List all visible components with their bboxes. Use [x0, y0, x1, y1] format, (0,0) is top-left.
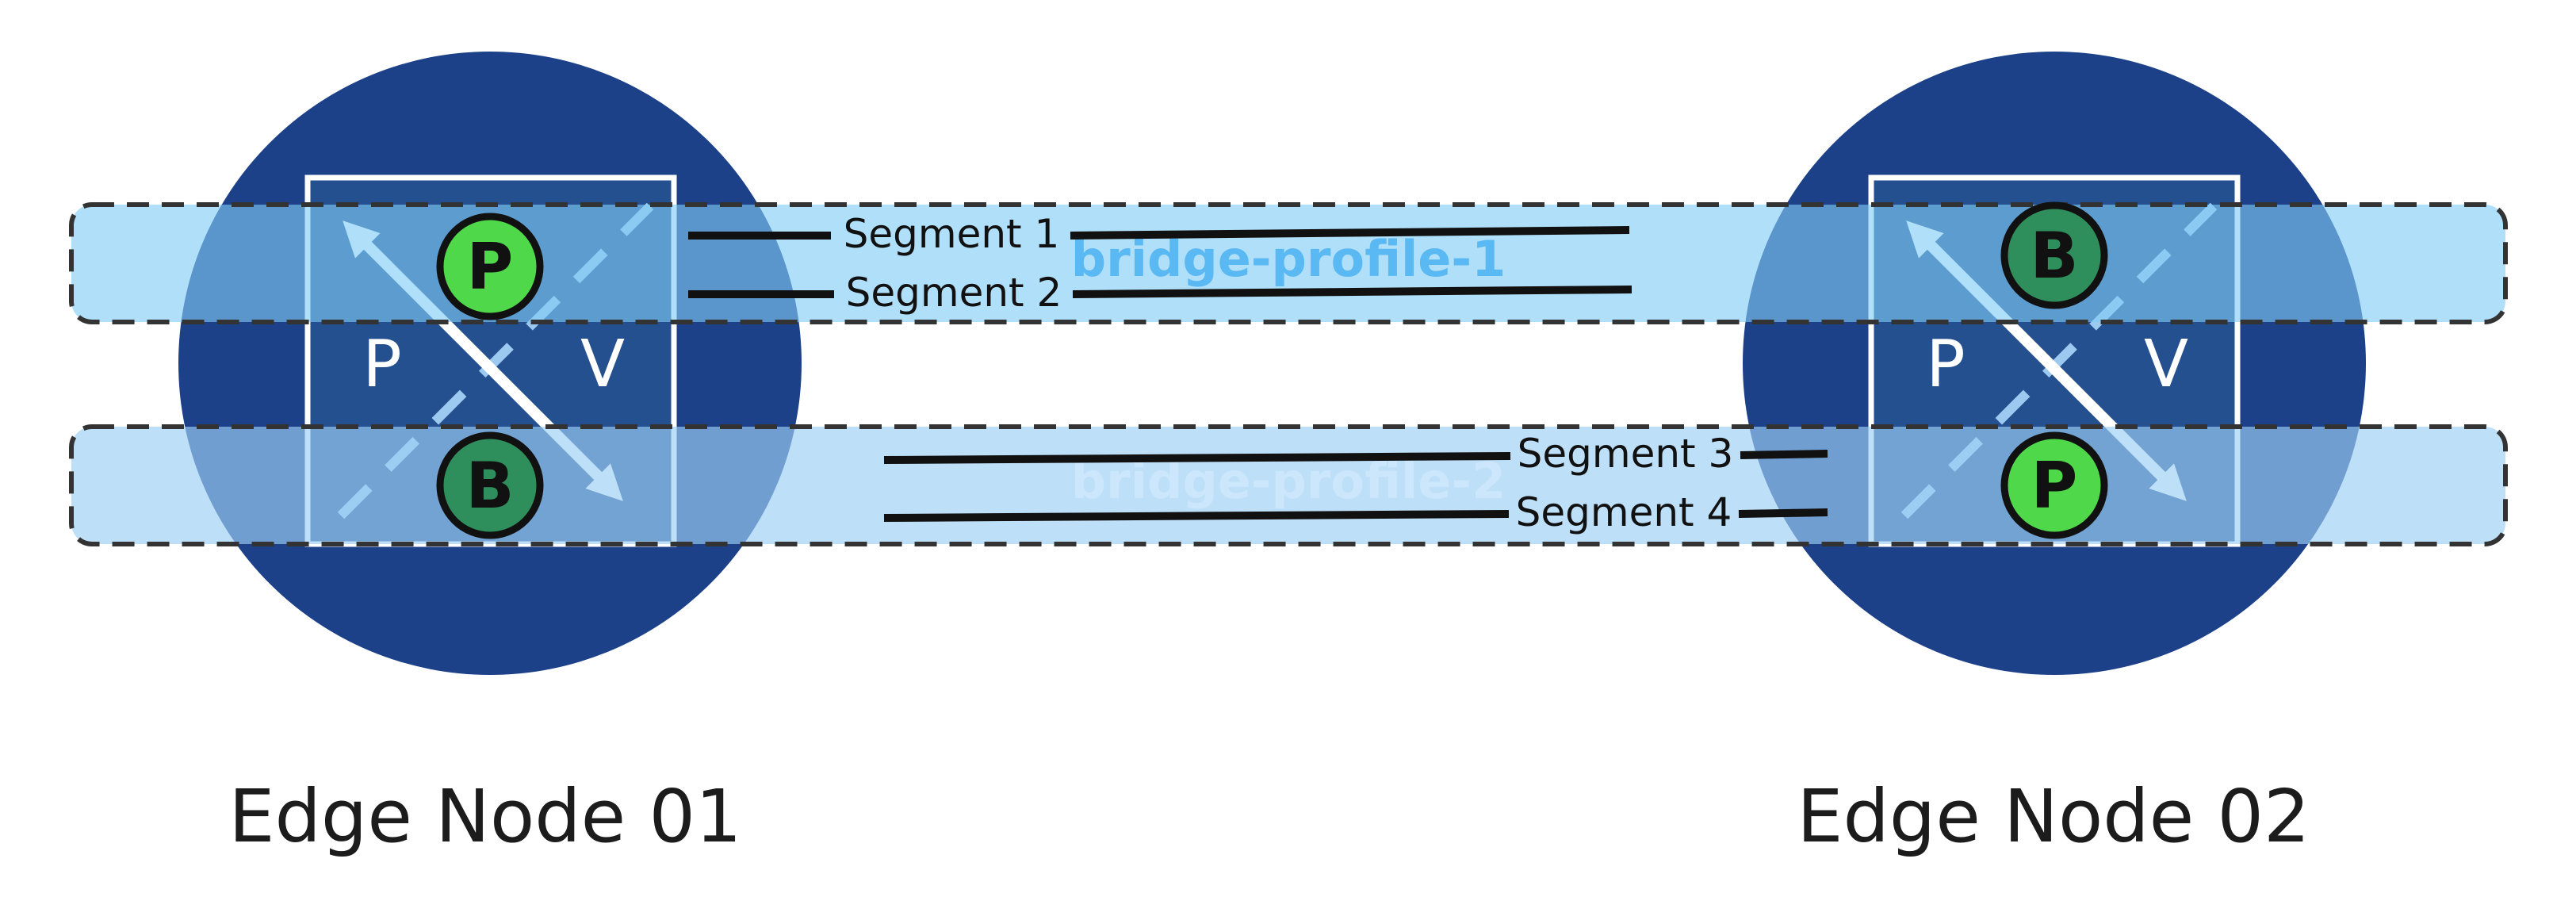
node-02-top-badge: B — [2000, 201, 2108, 309]
edge-node-01: P V — [178, 52, 802, 675]
port-letter-right: V — [580, 327, 625, 402]
bridge-profile-1-label: bridge-profile-1 — [1071, 230, 1506, 288]
segment-3-line-left — [883, 452, 1511, 464]
bridge-profile-1-band — [69, 202, 2508, 324]
segment-4-line-left — [883, 510, 1510, 522]
node-01-bottom-badge: B — [436, 431, 544, 539]
segment-3-line-right — [1740, 450, 1828, 459]
badge-letter: B — [2031, 219, 2079, 293]
bridge-profile-2-band — [69, 424, 2508, 546]
edge-node-01-label: Edge Node 01 — [228, 774, 742, 859]
backup-badge — [436, 431, 544, 539]
backup-badge — [2000, 201, 2108, 309]
segment-3-label: Segment 3 — [1518, 431, 1734, 477]
node-02-bottom-badge: P — [2000, 431, 2108, 539]
segment-4-line-right — [1738, 508, 1828, 518]
badge-letter: P — [2031, 449, 2078, 523]
segment-4-label: Segment 4 — [1516, 489, 1732, 535]
primary-badge — [2000, 431, 2108, 539]
port-letter-right: V — [2144, 327, 2188, 402]
segment-1-label: Segment 1 — [844, 211, 1060, 257]
segment-2-line-right — [1072, 286, 1632, 298]
edge-node-02-label: Edge Node 02 — [1797, 774, 2310, 859]
edge-node-02: P V — [1743, 52, 2366, 675]
segment-1-line-right — [1070, 226, 1630, 240]
node-01-top-badge: P — [436, 213, 544, 320]
segment-2-label: Segment 2 — [846, 270, 1062, 316]
port-letter-left: P — [1926, 327, 1965, 402]
badge-letter: B — [466, 449, 515, 523]
port-letter-left: P — [362, 327, 401, 402]
badge-letter: P — [467, 230, 514, 304]
primary-badge — [436, 213, 544, 320]
